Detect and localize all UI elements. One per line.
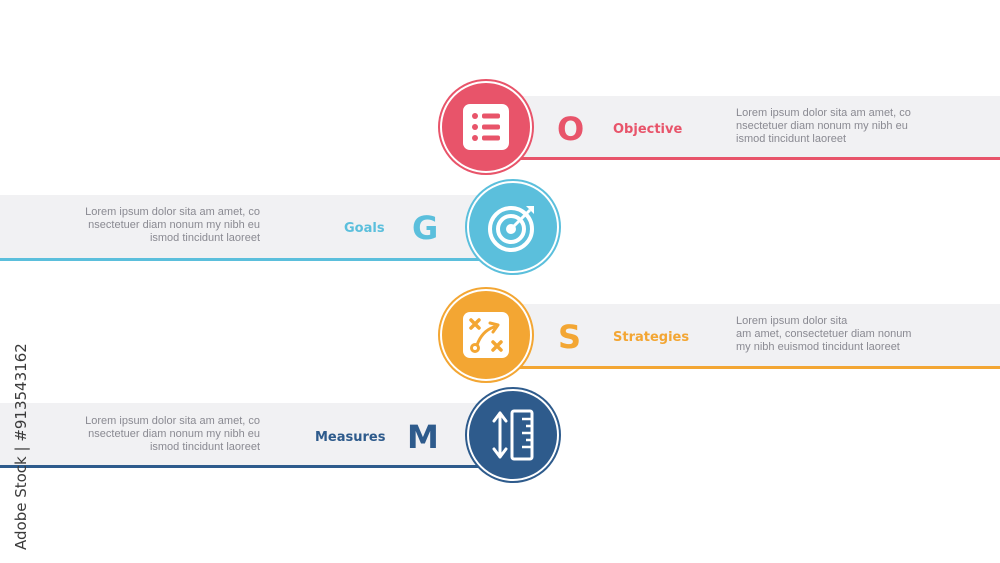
list-icon <box>463 104 509 150</box>
goals-band <box>0 195 520 259</box>
objective-band-line <box>480 157 1000 160</box>
target-icon <box>488 206 534 252</box>
measures-band <box>0 403 520 467</box>
goals-title: Goals <box>344 221 385 236</box>
measures-band-line <box>0 465 520 468</box>
strategies-title: Strategies <box>613 330 690 345</box>
measures-title: Measures <box>315 430 386 445</box>
objective-band <box>480 96 1000 159</box>
objective-letter: O <box>557 110 585 148</box>
goals-circle <box>467 181 559 273</box>
stock-watermark: Adobe Stock | #913543162 <box>12 330 36 550</box>
strategies-letter: S <box>558 318 582 356</box>
measures-letter: M <box>407 418 439 456</box>
measures-circle <box>467 389 559 481</box>
strategies-circle <box>440 289 532 381</box>
strategies-band-line <box>480 366 1000 369</box>
goals-band-line <box>0 258 520 261</box>
objective-circle <box>440 81 532 173</box>
stock-watermark-text: Adobe Stock | #913543162 <box>12 343 30 550</box>
ruler-icon <box>492 409 534 461</box>
objective-title: Objective <box>613 122 683 137</box>
strategies-band <box>480 304 1000 368</box>
goals-letter: G <box>412 209 439 247</box>
strategy-icon <box>463 312 509 358</box>
